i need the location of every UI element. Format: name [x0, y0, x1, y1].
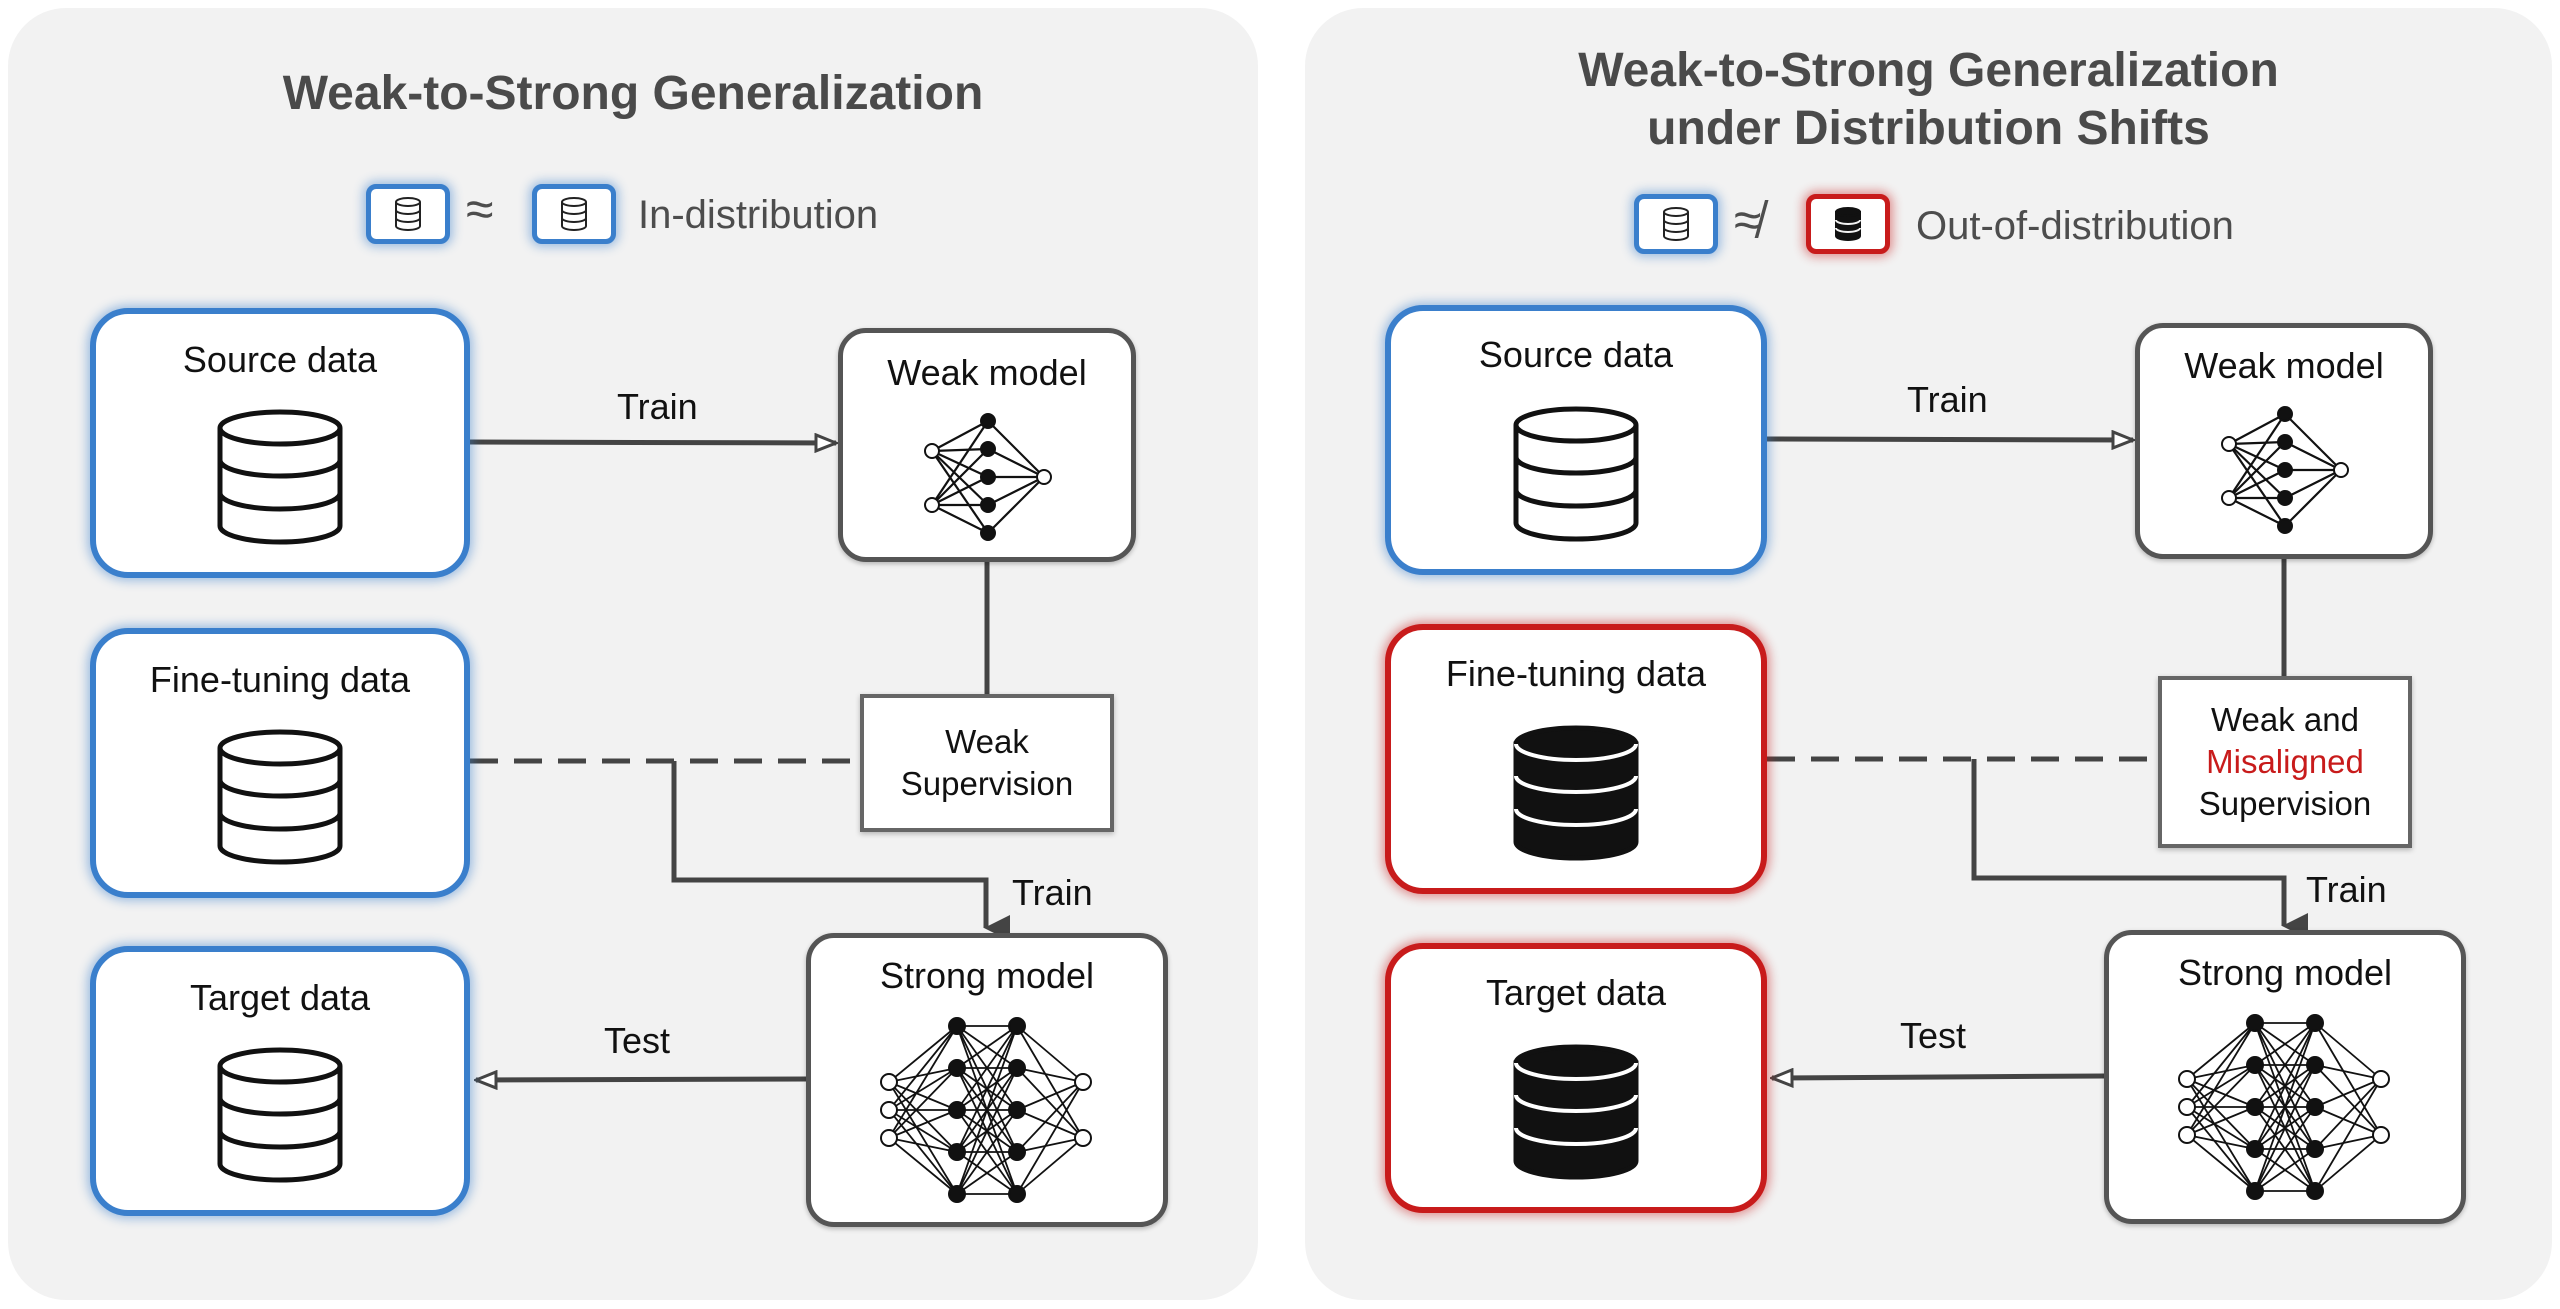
panel-title: Weak-to-Strong Generalization	[282, 67, 984, 120]
box-label: Source data	[182, 339, 378, 380]
legend-text: In-distribution	[638, 193, 879, 237]
database-icon	[217, 729, 343, 865]
large-neural-network-icon	[880, 1017, 1092, 1203]
edge-label-train-strong: Train	[2306, 869, 2387, 910]
panel-title-line1: Weak-to-Strong Generalization	[1578, 44, 2279, 97]
weak-model-box: Weak model	[2135, 323, 2433, 559]
target-data-box: Target data	[1385, 943, 1767, 1213]
database-icon	[217, 1047, 343, 1183]
source-data-box: Source data	[1385, 305, 1767, 575]
source-data-box: Source data	[90, 308, 470, 578]
fine-tuning-data-box: Fine-tuning data	[90, 628, 470, 898]
legend-target-dataset	[532, 184, 616, 244]
box-label: Weak model	[2184, 345, 2384, 386]
database-icon	[1663, 207, 1689, 241]
weak-misaligned-supervision-box: Weak and Misaligned Supervision	[2158, 676, 2412, 848]
fine-tuning-data-box: Fine-tuning data	[1385, 624, 1767, 894]
supervision-line3: Supervision	[2198, 785, 2372, 822]
database-icon	[395, 197, 421, 231]
database-icon	[1513, 406, 1639, 542]
weak-supervision-box: Weak Supervision	[860, 694, 1114, 832]
box-label: Source data	[1478, 334, 1674, 375]
panel-title-line2: under Distribution Shifts	[1647, 102, 2210, 155]
target-data-box: Target data	[90, 946, 470, 1216]
strong-model-box: Strong model	[806, 933, 1168, 1227]
supervision-misaligned-word: Misaligned	[2206, 743, 2364, 780]
edge-train-strong	[671, 761, 1010, 941]
large-neural-network-icon	[2178, 1014, 2390, 1200]
legend-relation-symbol: ≉	[1734, 192, 1762, 248]
box-label: Weak model	[887, 352, 1087, 393]
edge-test	[476, 1079, 809, 1080]
database-icon	[1513, 725, 1639, 861]
edge-label-train-weak: Train	[1907, 379, 1988, 420]
legend-target-dataset	[1806, 194, 1890, 254]
small-neural-network-icon	[2221, 406, 2349, 534]
database-icon	[1513, 1044, 1639, 1180]
small-neural-network-icon	[924, 413, 1052, 541]
edge-label-train-strong: Train	[1012, 872, 1093, 913]
supervision-line2: Supervision	[900, 765, 1074, 802]
edge-test	[1772, 1076, 2105, 1078]
legend-relation-symbol: ≈	[466, 181, 494, 237]
strong-model-box: Strong model	[2104, 930, 2466, 1224]
edge-label-test: Test	[604, 1020, 671, 1061]
database-icon	[217, 409, 343, 545]
box-label: Target data	[1485, 972, 1667, 1013]
supervision-line1: Weak	[945, 723, 1029, 760]
box-label: Target data	[189, 977, 371, 1018]
edge-train-weak	[1766, 439, 2133, 440]
legend-source-dataset	[366, 184, 450, 244]
weak-model-box: Weak model	[838, 328, 1136, 562]
edge-label-test: Test	[1900, 1015, 1967, 1056]
database-icon	[561, 197, 587, 231]
box-label: Strong model	[2177, 952, 2393, 993]
legend-text: Out-of-distribution	[1916, 204, 2234, 248]
box-label: Fine-tuning data	[1445, 653, 1707, 694]
box-label: Strong model	[879, 955, 1095, 996]
box-label: Fine-tuning data	[149, 659, 411, 700]
database-icon	[1835, 207, 1861, 241]
legend-source-dataset	[1634, 194, 1718, 254]
supervision-line1: Weak and	[2211, 701, 2359, 738]
edge-label-train-weak: Train	[617, 386, 698, 427]
edge-train-weak	[469, 442, 836, 443]
panel-title: Weak-to-Strong Generalization under Dist…	[1305, 42, 2552, 158]
edge-train-strong	[1971, 759, 2308, 939]
